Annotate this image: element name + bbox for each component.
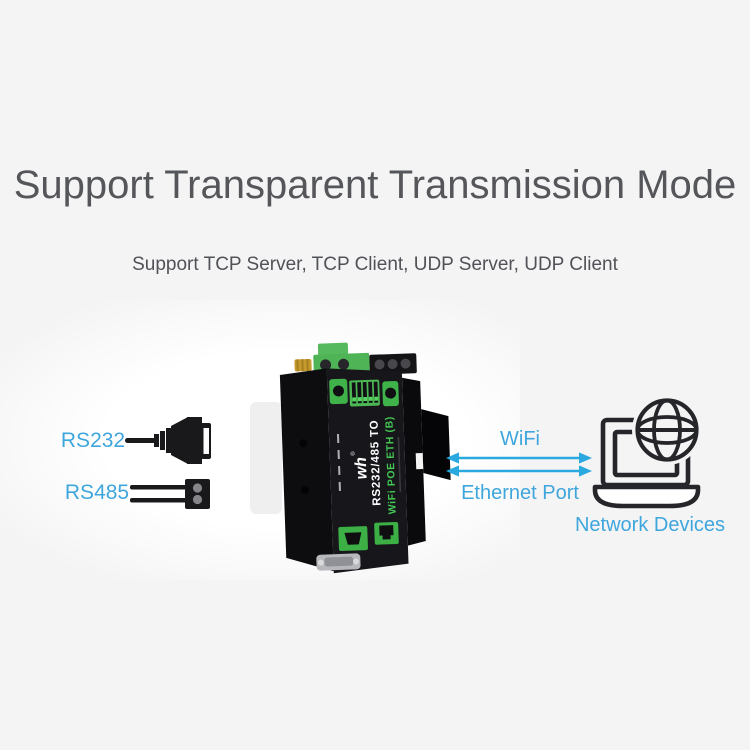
globe-icon [635, 398, 699, 462]
page-subtitle: Support TCP Server, TCP Client, UDP Serv… [132, 254, 618, 275]
device-model-line1: RS232/485 TO [368, 419, 383, 505]
device-side-connector [250, 402, 282, 514]
rs485-label: RS485 [64, 481, 130, 504]
laptop-base [592, 484, 701, 509]
rs232-db9-connector-icon [125, 417, 211, 464]
svg-text:wh: wh [353, 457, 371, 480]
device-side-face [279, 368, 334, 572]
svg-text:®: ® [350, 451, 357, 456]
network-devices-label: Network Devices [574, 514, 726, 536]
serial-server-device: wh ® RS232/485 TO WiFi POE ETH (B) [279, 342, 451, 574]
terminal-block-upper [317, 342, 349, 358]
din-rail-clip [421, 409, 451, 481]
din-rail-plate [402, 377, 426, 546]
device-model-line2: WiFi POE ETH (B) [383, 416, 398, 515]
wifi-link-label: WiFi [500, 428, 540, 450]
wifi-ethernet-arrows [446, 452, 592, 477]
rs485-terminal-connector-icon [130, 479, 210, 509]
ethernet-link-label: Ethernet Port [461, 482, 579, 504]
waveshare-logo: wh ® [350, 451, 371, 480]
page-title: Support Transparent Transmission Mode [13, 163, 737, 207]
laptop-globe-icon [592, 398, 702, 509]
rs232-label: RS232 [60, 429, 126, 452]
device-front-face [326, 368, 409, 574]
